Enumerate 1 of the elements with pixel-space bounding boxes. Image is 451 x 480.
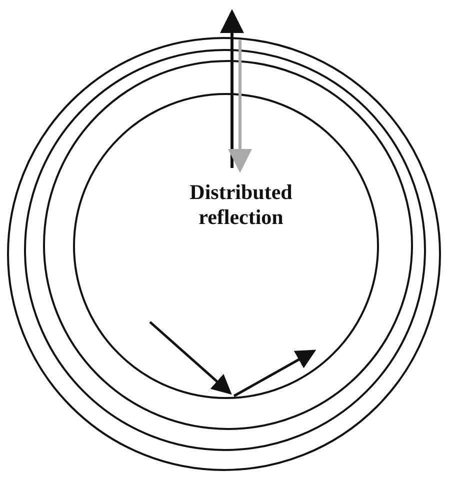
diagram-label: Distributed reflection xyxy=(188,180,294,230)
